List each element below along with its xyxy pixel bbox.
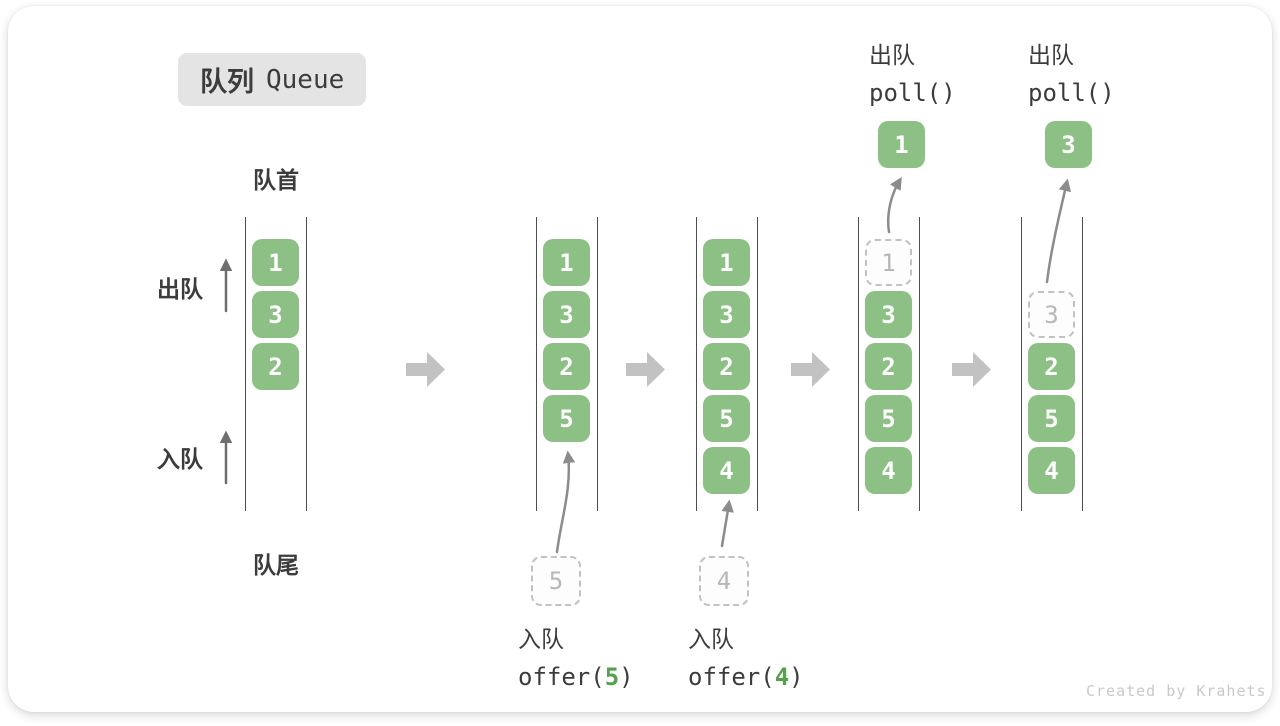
state-transition-arrow-3: [791, 352, 830, 387]
poll-label-zh: 出队: [869, 42, 915, 68]
title-en: Queue: [266, 64, 345, 95]
offer-code-close: ): [619, 663, 634, 691]
queue-block: 2: [1028, 343, 1075, 390]
poll-annotation-2: 出队 poll(): [1028, 36, 1115, 107]
offer-label-zh: 入队: [688, 626, 734, 652]
offer-code-open: offer(: [688, 663, 775, 691]
queue-block: 4: [865, 447, 912, 494]
popped-element-3: 3: [1045, 121, 1092, 168]
offer-code: offer(4): [688, 663, 804, 691]
diagram-card: 队列 Queue 队首 队尾 出队 入队 1 3 2 1 3 2 5 1 3 2…: [8, 6, 1272, 712]
queue-state-1: 1 3 2: [245, 217, 307, 511]
queue-state-3: 1 3 2 5 4: [696, 217, 758, 511]
offer-annotation-5: 入队 offer(5): [518, 620, 634, 691]
queue-state-4: 1 3 2 5 4: [858, 217, 920, 511]
queue-block: 2: [703, 343, 750, 390]
offer-code-open: offer(: [518, 663, 605, 691]
queue-front-label: 队首: [253, 167, 299, 193]
offer-code-arg: 4: [774, 663, 790, 691]
staged-element-5: 5: [531, 556, 581, 606]
queue-block: 1: [252, 239, 299, 286]
queue-block: 1: [543, 239, 590, 286]
state-transition-arrow-1: [406, 352, 445, 387]
title-badge: 队列 Queue: [178, 53, 367, 106]
queue-state-2: 1 3 2 5: [536, 217, 598, 511]
offer-label-zh: 入队: [518, 626, 564, 652]
queue-block: 3: [703, 291, 750, 338]
arrows-overlay: [219, 177, 1072, 554]
queue-block: 5: [543, 395, 590, 442]
queue-block: 4: [703, 447, 750, 494]
title-zh: 队列: [200, 67, 254, 97]
offer-code-arg: 5: [604, 663, 620, 691]
poll-code: poll(): [869, 79, 956, 107]
staged-element-4: 4: [699, 556, 749, 606]
queue-block-removed: 1: [865, 239, 912, 286]
queue-block: 3: [543, 291, 590, 338]
queue-block-removed: 3: [1028, 291, 1075, 338]
popped-element-1: 1: [878, 121, 925, 168]
poll-annotation-1: 出队 poll(): [869, 36, 956, 107]
offer-code: offer(5): [518, 663, 634, 691]
queue-block: 3: [252, 291, 299, 338]
state-transition-arrow-2: [626, 352, 665, 387]
queue-block: 4: [1028, 447, 1075, 494]
queue-block: 1: [703, 239, 750, 286]
poll-label-zh: 出队: [1028, 42, 1074, 68]
queue-block: 2: [865, 343, 912, 390]
offer-code-close: ): [789, 663, 804, 691]
queue-block: 5: [703, 395, 750, 442]
offer-annotation-4: 入队 offer(4): [688, 620, 804, 691]
queue-state-5: 3 2 5 4: [1021, 217, 1083, 511]
queue-block: 3: [865, 291, 912, 338]
queue-block: 2: [252, 343, 299, 390]
queue-block: 5: [1028, 395, 1075, 442]
enqueue-side-label: 入队: [157, 446, 203, 472]
queue-block: 2: [543, 343, 590, 390]
queue-block: 5: [865, 395, 912, 442]
watermark: Created by Krahets: [1086, 682, 1267, 700]
dequeue-side-label: 出队: [157, 276, 203, 302]
queue-rear-label: 队尾: [253, 552, 299, 578]
state-transition-arrow-4: [952, 352, 991, 387]
poll-code: poll(): [1028, 79, 1115, 107]
diagram-stage: 队列 Queue 队首 队尾 出队 入队 1 3 2 1 3 2 5 1 3 2…: [8, 6, 1272, 712]
